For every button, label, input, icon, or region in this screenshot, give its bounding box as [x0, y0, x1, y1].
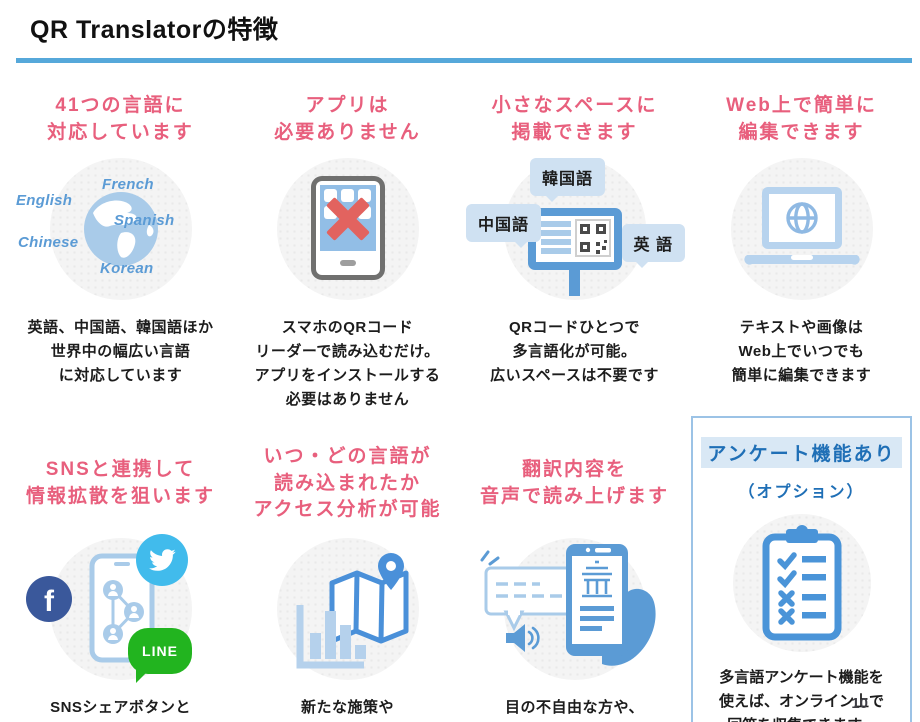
- feature-card-voice-readout: 翻訳内容を 音声で読み上げます: [464, 438, 685, 722]
- feature-card-web-edit: Web上で簡単に 編集できます テ: [691, 90, 912, 412]
- laptop-icon: [743, 187, 860, 265]
- globe-languages-icon: English French Spanish Chinese Korean: [10, 154, 231, 306]
- feature-description: スマホのQRコード リーダーで読み込むだけ。 アプリをインストールする 必要はあ…: [254, 319, 441, 408]
- twitter-icon: [136, 534, 188, 586]
- speech-bubble-english: 英 語: [621, 224, 685, 268]
- share-network-icon: [103, 580, 144, 644]
- feature-card-no-app: アプリは 必要ありません: [237, 90, 458, 412]
- feature-description: 多言語アンケート機能を 使えば、オンライン上で 回答を収集できます。 用紙の準備…: [718, 669, 884, 722]
- facebook-icon: f: [26, 576, 72, 622]
- survey-title: アンケート機能あり: [701, 436, 902, 468]
- map-icon: [329, 570, 408, 644]
- voice-readout-icon: [464, 534, 685, 686]
- feature-title: 翻訳内容を 音声で読み上げます: [479, 459, 669, 507]
- survey-clipboard-icon: [697, 510, 906, 658]
- page-title: QR Translatorの特徴: [30, 16, 279, 44]
- phone-hand-icon: [566, 544, 656, 666]
- speech-bubble-icon: [480, 550, 574, 632]
- globe-label-korean: Korean: [100, 260, 154, 277]
- temple-icon: [582, 560, 612, 598]
- web-globe-icon: [785, 202, 818, 234]
- map-analytics-icon: [237, 534, 458, 686]
- laptop-globe-icon: [691, 154, 912, 306]
- feature-title: SNSと連携して 情報拡散を狙います: [25, 459, 215, 507]
- speech-bubble-chinese: 中国語: [466, 204, 542, 248]
- icon-circle: [732, 514, 871, 652]
- map-chart-icon: [296, 553, 408, 669]
- sign-board-icon: [527, 208, 622, 296]
- feature-card-small-space: 小さなスペースに 掲載できます: [464, 90, 685, 412]
- qr-sign-icon: 韓国語 中国語 英 語: [464, 154, 685, 306]
- bar-chart-icon: [296, 605, 366, 669]
- checklist-marks: [776, 552, 797, 625]
- tablet-icon: [310, 176, 385, 280]
- accent-line: [16, 58, 912, 63]
- feature-description: 英語、中国語、韓国語ほか 世界中の幅広い言語 に対応しています: [27, 319, 214, 384]
- speaker-icon: [506, 624, 540, 652]
- globe-label-french: French: [102, 176, 154, 193]
- feature-description: 目の不自由な方や、 美術館など音声ガイダンス にもご活用いただけます: [504, 699, 645, 716]
- feature-grid: 41つの言語に 対応しています English French Spanish C…: [10, 90, 912, 722]
- icon-circle: [730, 158, 873, 300]
- feature-description: 新たな施策や マーケティングの材料 としても活用できます: [300, 699, 394, 716]
- sns-share-icon: f LINE: [10, 534, 231, 686]
- globe-label-english: English: [16, 192, 73, 209]
- icon-circle: [276, 538, 419, 680]
- qr-code-icon: [574, 219, 611, 257]
- clipboard-icon: [762, 525, 841, 641]
- survey-subtitle: （オプション）: [738, 483, 865, 501]
- feature-description: SNSシェアボタンと 連携。口コミ効果が 期待できます: [50, 699, 191, 716]
- line-icon: LINE: [128, 628, 192, 683]
- icon-circle: [276, 158, 419, 300]
- feature-description: テキストや画像は Web上でいつでも 簡単に編集できます: [731, 319, 872, 384]
- feature-title: Web上で簡単に 編集できます: [726, 95, 877, 143]
- tablet-no-app-icon: [237, 154, 458, 306]
- globe-label-spanish: Spanish: [114, 212, 175, 229]
- feature-title: 41つの言語に 対応しています: [47, 95, 194, 143]
- icon-circle: [49, 158, 192, 300]
- speech-bubble-korean: 韓国語: [530, 158, 606, 202]
- page-number: 10: [851, 695, 868, 712]
- feature-card-multi-language: 41つの言語に 対応しています English French Spanish C…: [10, 90, 231, 412]
- feature-card-sns-share: SNSと連携して 情報拡散を狙います: [10, 438, 231, 722]
- survey-title-wrap: アンケート機能あり （オプション）: [701, 432, 902, 506]
- feature-card-survey-option: アンケート機能あり （オプション）: [691, 416, 912, 722]
- feature-title: いつ・どの言語が 読み込まれたか アクセス分析が可能: [253, 445, 442, 521]
- feature-description: QRコードひとつで 多言語化が可能。 広いスペースは不要です: [490, 319, 659, 384]
- feature-card-access-analytics: いつ・どの言語が 読み込まれたか アクセス分析が可能: [237, 438, 458, 722]
- globe-icon: [83, 192, 158, 266]
- feature-title: 小さなスペースに 掲載できます: [491, 95, 658, 143]
- map-pin-icon: [377, 553, 404, 590]
- globe-label-chinese: Chinese: [18, 234, 79, 251]
- feature-title: アプリは 必要ありません: [274, 95, 421, 143]
- cross-icon: [326, 197, 369, 241]
